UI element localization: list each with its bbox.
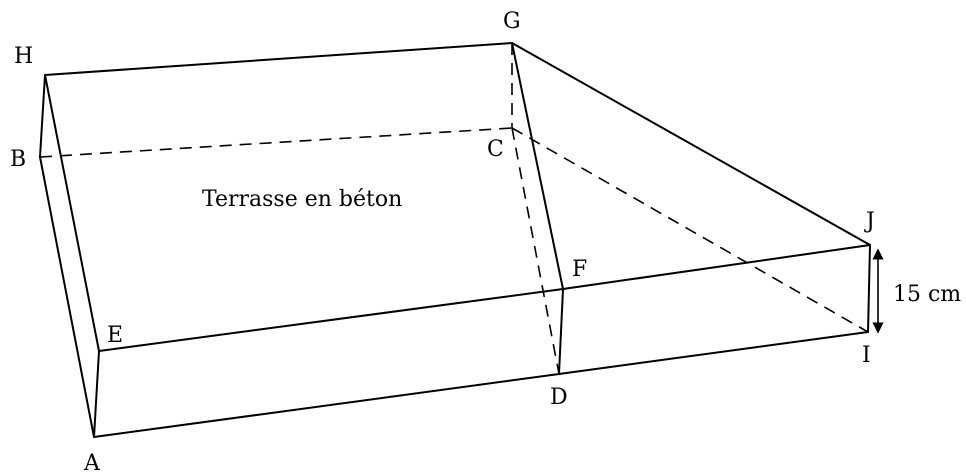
edge-GJ [512,43,870,245]
hidden-edge-CD [512,128,559,374]
vertex-label-A: A [83,451,101,474]
edge-EF [99,289,563,351]
edge-AD [94,374,559,437]
vertex-label-G: G [503,9,521,34]
edge-FJ [563,245,870,289]
edge-FD [559,289,563,374]
vertex-label-C: C [487,137,504,162]
vertex-label-F: F [572,257,587,282]
visible-edges [40,43,870,437]
edge-BA [40,157,94,437]
edge-DI [559,332,868,374]
edge-HG [45,43,512,75]
terrace-caption: Terrasse en béton [202,187,402,212]
vertex-label-E: E [107,323,123,348]
edge-HB [40,75,45,157]
vertex-label-J: J [864,209,875,234]
edge-EA [94,351,99,437]
hidden-edges [40,43,868,374]
vertex-label-H: H [14,44,33,69]
edge-HE [45,75,99,351]
vertex-label-I: I [862,343,871,368]
edge-JI [868,245,870,332]
vertex-label-D: D [550,385,568,410]
edge-GF [512,43,563,289]
hidden-edge-BC [40,128,512,157]
height-dimension-label: 15 cm [893,282,961,307]
vertex-label-B: B [10,147,26,172]
hidden-edge-CI [512,128,868,332]
